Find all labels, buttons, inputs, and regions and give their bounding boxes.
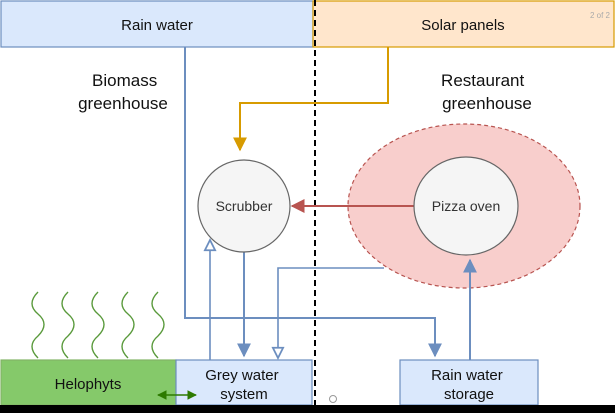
- rain-storage-box: [399, 359, 539, 406]
- arrow-rainwater-to-storage: [184, 47, 442, 358]
- helophyts-label: Helophyts: [55, 376, 122, 393]
- restaurant-greenhouse-title: Restaurant greenhouse: [441, 71, 532, 113]
- rain-storage-label: Rain water storage: [431, 367, 507, 403]
- pizza-oven-node: [413, 156, 519, 256]
- handle-dot: [329, 395, 337, 403]
- scrubber-label: Scrubber: [216, 198, 273, 214]
- page-indicator: 2 of 2: [590, 11, 611, 20]
- rain-water-label: Rain water: [121, 17, 193, 34]
- pizza-oven-label: Pizza oven: [432, 198, 500, 214]
- arrow-heatzone-to-greywater: [278, 267, 384, 358]
- rain-water-box: [0, 0, 314, 48]
- bottom-bar: [0, 405, 615, 413]
- solar-panels-label: Solar panels: [421, 17, 504, 34]
- grey-water-label: Grey water system: [205, 367, 283, 403]
- helophyts-box: [0, 359, 177, 406]
- grey-water-box: [175, 359, 313, 406]
- biomass-greenhouse-title: Biomass greenhouse: [78, 71, 168, 113]
- plants-decoration: [31, 291, 165, 359]
- solar-panels-box: [312, 0, 615, 48]
- arrow-solar-to-scrubber: [233, 47, 389, 152]
- scrubber-node: [197, 159, 291, 253]
